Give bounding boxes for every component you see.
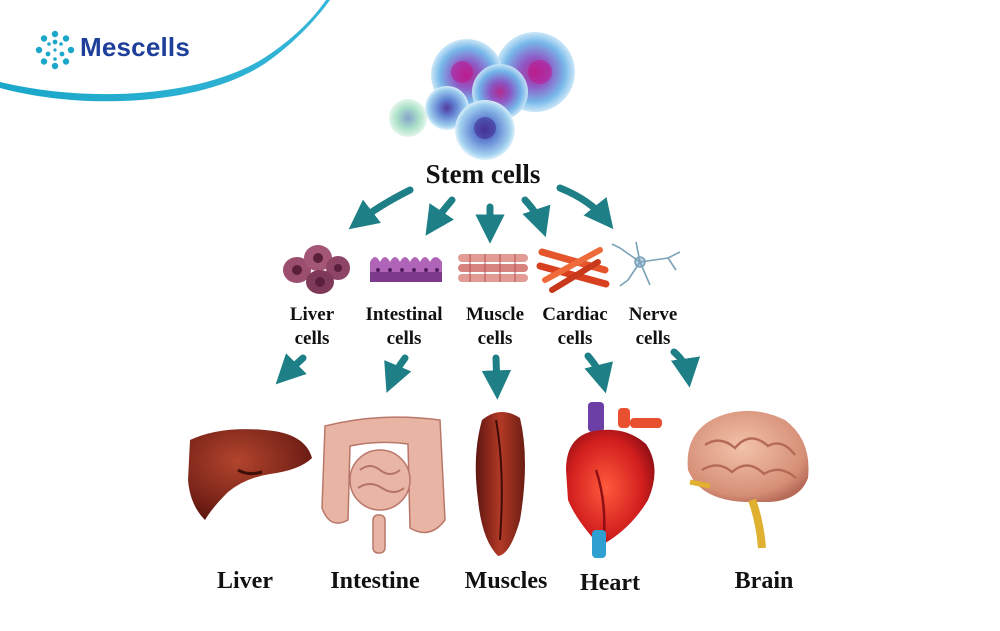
cell-label-line1: Liver: [289, 304, 335, 325]
intestinal-cells-icon: [370, 257, 442, 282]
cell-label-line1: Muscle: [465, 304, 525, 325]
cell-label-line1: Nerve: [628, 304, 678, 325]
cell-cluster-logo-icon: [35, 30, 75, 70]
arrow-to-cardiac-cells: [521, 196, 551, 238]
stem-cells-label: Stem cells: [425, 159, 541, 189]
cell-label-line2: cells: [635, 328, 671, 349]
intestine-organ-icon: [321, 416, 446, 554]
cardiac-cells-icon: [536, 247, 610, 293]
arrow-to-intestine: [384, 354, 412, 393]
cell-label-line2: cells: [477, 328, 513, 349]
organ-label-liver: Liver: [217, 568, 273, 594]
organ-label-heart: Heart: [580, 570, 640, 596]
arrow-to-muscles: [481, 354, 512, 400]
cell-label-cardiac: Cardiac cells: [520, 303, 630, 351]
stem-cells-cluster-icon: [389, 32, 575, 160]
muscle-organ-icon: [475, 411, 525, 556]
organ-label-muscles: Muscles: [464, 568, 548, 594]
cell-label-intestinal: Intestinal cells: [349, 303, 459, 351]
muscle-cells-icon: [458, 254, 528, 282]
cell-label-muscle: Muscle cells: [440, 303, 550, 351]
liver-cells-icon: [283, 245, 350, 294]
heart-organ-icon: [566, 402, 662, 558]
organ-label-brain: Brain: [734, 568, 794, 594]
liver-organ-icon: [188, 429, 312, 520]
organ-label-intestine: Intestine: [330, 568, 420, 594]
brand-name[interactable]: Mescells: [80, 32, 191, 62]
cell-label-line2: cells: [294, 328, 330, 349]
cells-to-organs-arrows: [275, 348, 701, 400]
nerve-cells-icon: [611, 241, 681, 287]
cell-label-nerve: Nerve cells: [598, 303, 708, 351]
arrow-to-brain: [670, 348, 701, 388]
arrow-to-liver-cells: [348, 186, 414, 230]
brain-organ-icon: [687, 410, 809, 549]
arrow-to-liver: [275, 353, 307, 385]
cell-label-line2: cells: [386, 328, 422, 349]
cell-label-line1: Cardiac: [542, 304, 608, 325]
brand-swoosh: [0, 0, 330, 102]
arrow-to-intestinal-cells: [425, 196, 456, 236]
arrow-to-nerve-cells: [556, 184, 614, 230]
cell-label-liver: Liver cells: [257, 303, 367, 351]
arrow-to-heart: [584, 352, 613, 394]
stem-to-cells-arrows: [348, 184, 614, 244]
cell-label-line1: Intestinal: [365, 304, 443, 325]
cell-label-line2: cells: [557, 328, 593, 349]
